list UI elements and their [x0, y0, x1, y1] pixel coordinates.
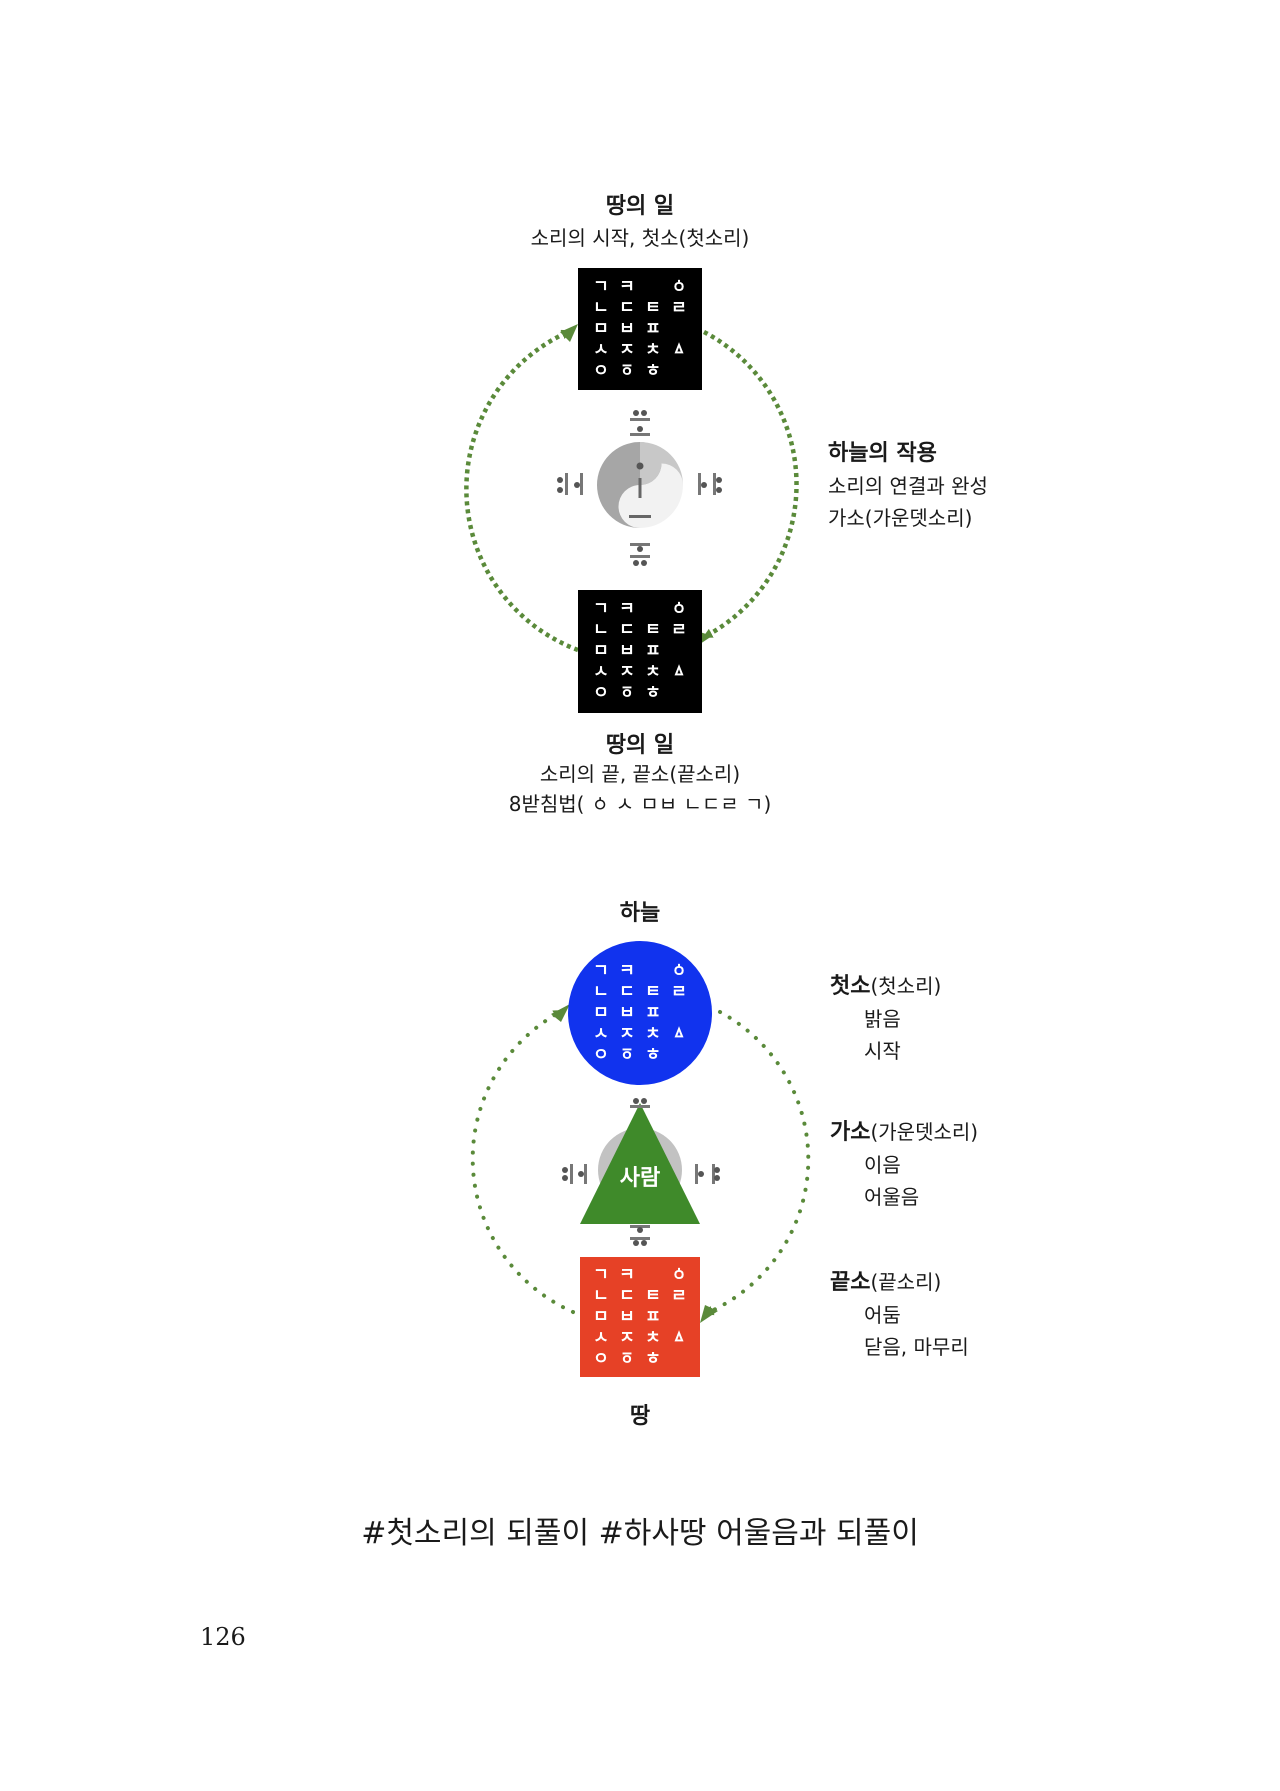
eight-batchim-rule: 8받침법( ㆁ ㅅ ㅁㅂ ㄴㄷㄹ ㄱ): [508, 792, 772, 816]
vowel-marks-top: [557, 410, 722, 566]
taeguk-icon: [597, 442, 683, 528]
heaven-action-line2: 가소(가운뎃소리): [828, 506, 973, 530]
heaven-action-label: 하늘의 작용 소리의 연결과 완성 가소(가운뎃소리): [828, 438, 988, 534]
heaven-circle: [568, 941, 712, 1085]
top-node-subtitle: 소리의 시작, 첫소(첫소리): [530, 226, 750, 250]
heaven-action-line1: 소리의 연결과 완성: [828, 474, 988, 498]
legend-middle-sound: 가소(가운뎃소리) 이음 어울음: [830, 1120, 979, 1209]
cycle-arrows-bottom: [470, 1004, 811, 1323]
legend-first-sound: 첫소(첫소리) 밝음 시작: [830, 974, 942, 1063]
page-number: 126: [200, 1623, 246, 1651]
earth-label: 땅: [629, 1404, 651, 1429]
heaven-action-title: 하늘의 작용: [828, 441, 937, 466]
heaven-label: 하늘: [619, 901, 661, 926]
bottom-node-subtitle: 소리의 끝, 끝소(끝소리): [539, 762, 741, 786]
top-node-title: 땅의 일: [605, 194, 675, 219]
legend-final-sound: 끝소(끝소리) 어둠 닫음, 마무리: [830, 1270, 969, 1359]
consonant-box-bottom: [578, 590, 702, 713]
human-triangle: [580, 1103, 700, 1224]
earth-square: [580, 1257, 700, 1377]
human-label: 사람: [619, 1166, 661, 1191]
consonant-box-top: [578, 268, 702, 390]
vowel-marks-bottom: [562, 1098, 720, 1246]
hashtag-caption: #첫소리의 되풀이 #하사땅 어울음과 되풀이: [361, 1516, 919, 1551]
bottom-node-title: 땅의 일: [605, 733, 675, 758]
